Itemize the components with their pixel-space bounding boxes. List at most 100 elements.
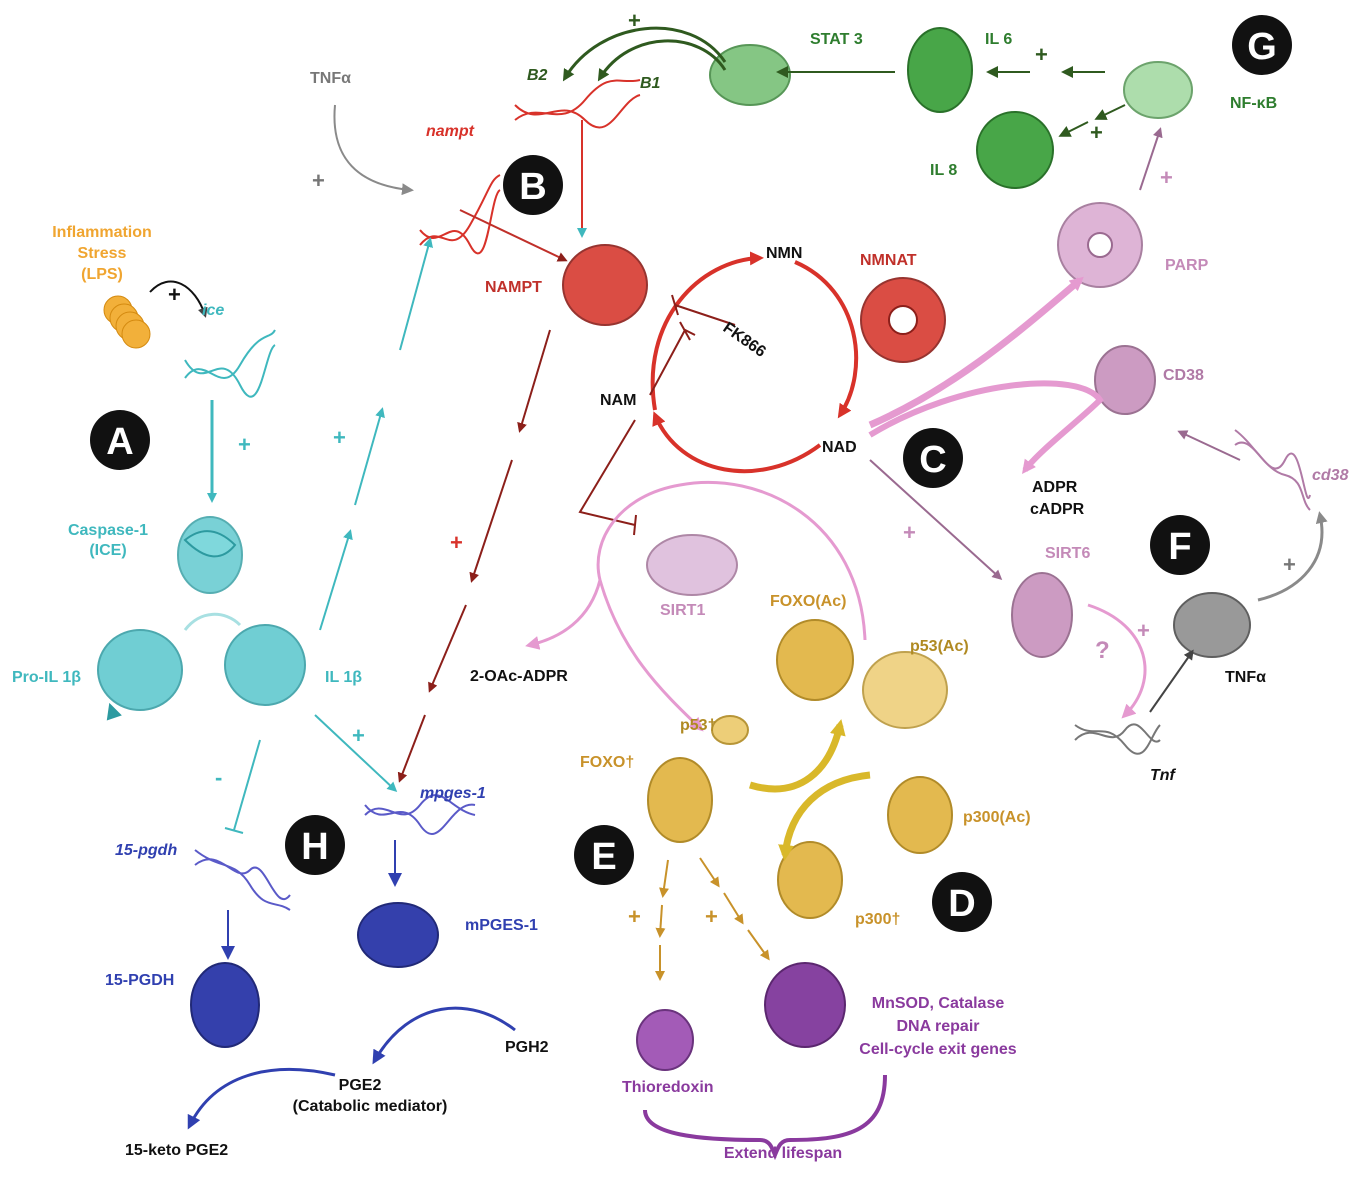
label-adpr: ADPR (1032, 479, 1078, 496)
cd38-protein (1094, 345, 1156, 415)
dna-mpges1 (364, 794, 476, 835)
arrow-il1b-to-mpges (314, 714, 398, 793)
arrow-il1b-up-2 (354, 407, 385, 506)
nmnat-protein (860, 277, 946, 363)
lps-cells (103, 295, 151, 349)
label-extend-lifespan: Extend lifespan (724, 1145, 842, 1162)
panel-badge-b: B (503, 155, 563, 215)
label-nampt-gene: nampt (426, 123, 475, 140)
sirt1-protein (646, 534, 738, 596)
p300-dag-protein (777, 841, 843, 919)
arrow-nampt-down-2 (469, 459, 513, 583)
label-caspase1-sub: (ICE) (89, 542, 126, 559)
svg-text:D: D (948, 883, 975, 925)
label-foxo-ac: FOXO(Ac) (770, 593, 846, 610)
dna-b-promoter (514, 79, 641, 129)
foxo-dag-protein (647, 757, 713, 843)
label-fk866: FK866 (720, 319, 769, 361)
arrow-stat3-to-b1 (597, 39, 727, 82)
arrow-nad-to-adpr (868, 380, 1104, 474)
label-question: ? (1095, 637, 1110, 664)
sign-plus-e2: + (705, 904, 718, 929)
sign-plus-tnfa: + (312, 168, 325, 193)
caspase1-protein (177, 516, 243, 594)
arrow-nfkb-to-il8-b (1058, 121, 1089, 137)
stat3-protein (709, 44, 791, 106)
label-pro-il1b: Pro-IL 1β (12, 669, 81, 686)
label-caspase1: Caspase-1 (68, 522, 148, 539)
svg-text:F: F (1168, 526, 1191, 568)
label-inflammation: Inflammation (52, 224, 152, 241)
arrow-lps-to-ice (149, 280, 208, 318)
label-thioredoxin: Thioredoxin (622, 1079, 714, 1096)
label-mnsod: MnSOD, Catalase (872, 995, 1005, 1012)
label-b2: B2 (527, 67, 548, 84)
label-pge2: PGE2 (339, 1077, 382, 1094)
label-ice-gene: ice (202, 302, 224, 319)
label-il8: IL 8 (930, 162, 957, 179)
sign-plus-sirt6: + (903, 520, 916, 545)
dna-ice (184, 329, 276, 398)
arrow-foxo-to-foxo-ac (748, 719, 846, 793)
arrow-foxo-down-1 (659, 859, 669, 898)
il6-protein (907, 27, 973, 113)
arrow-tnfa-to-cd38 (1257, 511, 1328, 602)
arrow-nfkb-to-il8-a (1094, 104, 1126, 120)
fk866-inhibitor (649, 294, 736, 396)
15pgdh-protein (190, 962, 260, 1048)
dna-15pgdh (194, 849, 291, 911)
label-15pgdh-gene: 15-pgdh (115, 842, 177, 859)
sign-plus-parp: + (1160, 165, 1173, 190)
panel-badge-d: D (932, 872, 992, 932)
sign-minus-a: - (215, 765, 222, 790)
label-stat3: STAT 3 (810, 31, 863, 48)
mpges1-protein (357, 902, 439, 968)
panel-badge-f: F (1150, 515, 1210, 575)
tnfa-protein (1173, 592, 1251, 658)
label-keto-pge2: 15-keto PGE2 (125, 1142, 228, 1159)
arrow-parp-to-nfkb (1139, 127, 1163, 191)
label-il1b: IL 1β (325, 669, 362, 686)
mnsod-protein (764, 962, 846, 1048)
label-p53-ac: p53(Ac) (910, 638, 969, 655)
nfkb-protein (1123, 61, 1193, 119)
arrow-nad-to-sirt6 (869, 459, 1003, 581)
label-pge2-sub: (Catabolic mediator) (293, 1098, 448, 1115)
panel-badge-e: E (574, 825, 634, 885)
sign-plus-a3: + (352, 723, 365, 748)
panel-badge-g: G (1232, 15, 1292, 75)
arrow-sirt6-to-tnf (1087, 603, 1147, 719)
arrow-nampt-gene-to-protein (459, 209, 568, 262)
nad-cycle-right (794, 260, 859, 419)
label-p300-ac: p300(Ac) (963, 809, 1031, 826)
inhibit-il1b-to-15pgdh (233, 739, 261, 831)
arrow-nampt-down-4 (397, 714, 426, 783)
sign-plus-lps: + (168, 282, 181, 307)
svg-text:A: A (106, 421, 133, 463)
label-mpges1-gene: mpges-1 (420, 785, 486, 802)
sign-plus-g2: + (1035, 42, 1048, 67)
label-stress: Stress (78, 245, 127, 262)
label-nam: NAM (600, 392, 636, 409)
panel-badge-h: H (285, 815, 345, 875)
nampt-protein (562, 244, 648, 326)
sign-plus-g1: + (628, 8, 641, 33)
svg-text:B: B (519, 166, 546, 208)
label-cd38: CD38 (1163, 367, 1204, 384)
panel-badge-c: C (903, 428, 963, 488)
svg-text:E: E (591, 836, 616, 878)
sign-plus-g3: + (1090, 120, 1103, 145)
p300-ac-protein (887, 776, 953, 854)
arrow-nampt-down-3 (428, 604, 467, 693)
label-nampt: NAMPT (485, 279, 542, 296)
label-tnfa-top: TNFα (310, 70, 351, 87)
label-foxo-dag: FOXO† (580, 754, 634, 771)
label-mpges1: mPGES-1 (465, 917, 538, 934)
arrow-p300-ac-to-p300 (778, 771, 871, 861)
arrow-foxo-down-2 (655, 904, 666, 938)
label-oac-adpr: 2-OAc-ADPR (470, 668, 568, 685)
arrow-cd38-gene-to-protein (1177, 430, 1241, 461)
arrow-foxo-diag-3 (747, 929, 770, 961)
foxo-ac-protein (776, 619, 854, 701)
